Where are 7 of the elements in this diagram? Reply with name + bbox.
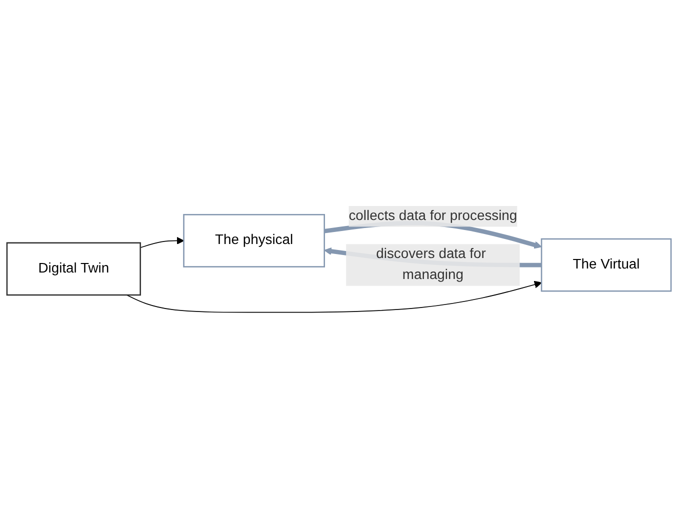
edge-label: discovers data for managing bbox=[376, 247, 486, 283]
arrow bbox=[140, 237, 184, 248]
node-box: The physical bbox=[183, 214, 325, 268]
node-box: The Virtual bbox=[540, 238, 672, 292]
node-box: Digital Twin bbox=[6, 242, 141, 296]
arrow bbox=[126, 281, 542, 314]
edge-label: collects data for processing bbox=[348, 208, 518, 224]
